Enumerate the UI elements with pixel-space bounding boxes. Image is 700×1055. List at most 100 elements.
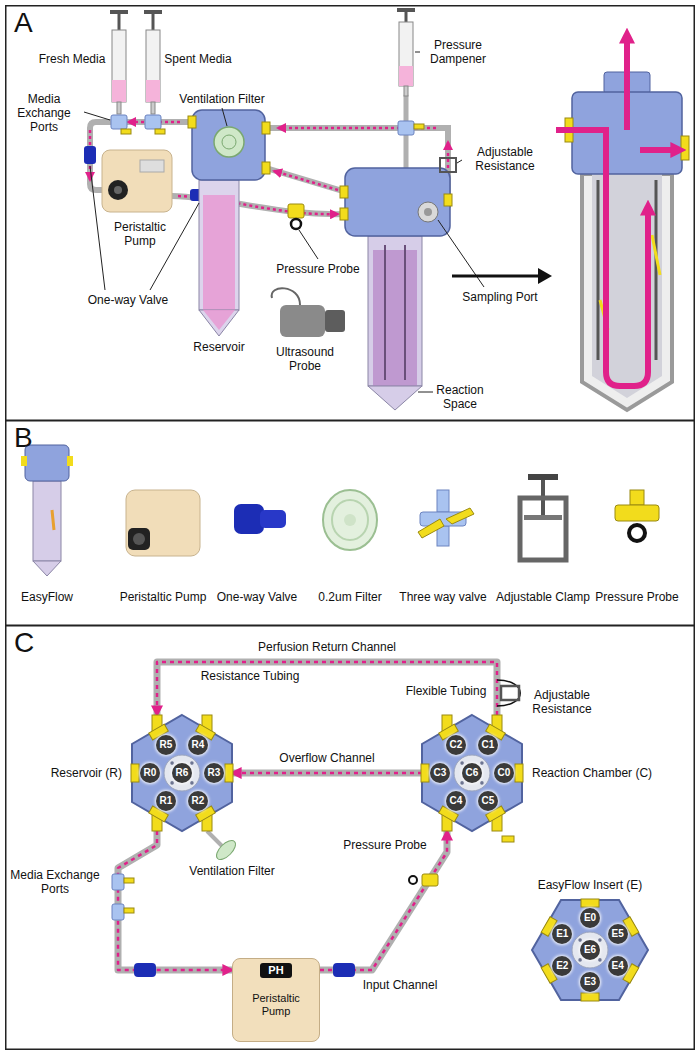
lid-screw bbox=[170, 781, 174, 785]
port-fitting bbox=[421, 764, 429, 782]
one-way-valve bbox=[134, 963, 156, 977]
three-way-valve-icon bbox=[446, 508, 474, 524]
peristaltic-pump bbox=[140, 160, 164, 172]
hub-heading: EasyFlow Insert (E) bbox=[538, 878, 643, 892]
part-label: One-way Valve bbox=[217, 590, 297, 604]
part-label: Media Exchange Ports bbox=[4, 92, 84, 134]
leader-line bbox=[418, 392, 433, 393]
part-label: One-way Valve bbox=[88, 293, 168, 307]
part-label: Media Exchange Ports bbox=[8, 868, 103, 896]
flow-line bbox=[320, 831, 447, 970]
reaction-chamber bbox=[444, 194, 452, 206]
reaction-chamber bbox=[340, 168, 452, 410]
easyflow-icon bbox=[67, 456, 73, 466]
flow-arrow bbox=[274, 171, 338, 190]
pressure-probe bbox=[422, 874, 438, 886]
reservoir bbox=[203, 310, 235, 330]
port-badge: E5 bbox=[608, 924, 628, 944]
reaction-chamber bbox=[424, 208, 432, 216]
part-label: Peristaltic Pump bbox=[120, 590, 207, 604]
pump-head: PH bbox=[260, 963, 291, 978]
flow-line bbox=[118, 831, 232, 970]
port-badge: E0 bbox=[580, 908, 600, 928]
peristaltic-pump bbox=[114, 186, 122, 194]
ventilation-filter bbox=[207, 831, 222, 846]
easyflow-icon bbox=[52, 510, 54, 530]
port-badge: C0 bbox=[494, 763, 514, 783]
leader-line bbox=[457, 160, 462, 163]
hub-body bbox=[422, 715, 522, 831]
port-fitting bbox=[581, 899, 599, 907]
fresh-media-syringe bbox=[110, 10, 128, 114]
reaction-chamber bbox=[368, 386, 422, 410]
hub-lid bbox=[454, 755, 490, 791]
lid-screw bbox=[598, 938, 602, 942]
easyflow-icon bbox=[33, 561, 61, 576]
filter-icon bbox=[332, 500, 368, 540]
tubing bbox=[266, 168, 346, 192]
part-label: Peristaltic Pump bbox=[105, 220, 175, 248]
three-way-valve bbox=[124, 908, 134, 913]
pointer-arrow bbox=[452, 268, 552, 284]
three-way-valve-icon bbox=[418, 519, 444, 538]
reaction-chamber bbox=[340, 208, 348, 220]
cross-section bbox=[681, 136, 689, 160]
port-valve bbox=[502, 836, 514, 842]
lid-screw bbox=[190, 761, 194, 765]
clamp-icon bbox=[524, 515, 562, 520]
spent-media-syringe bbox=[144, 10, 162, 14]
port-fitting bbox=[131, 764, 139, 782]
clamp-icon bbox=[528, 474, 558, 480]
pressure-dampener-syringe bbox=[397, 8, 415, 96]
one-way-valve-icon bbox=[234, 504, 286, 534]
lid-screw bbox=[460, 761, 464, 765]
port-badge: E6 bbox=[580, 940, 600, 960]
part-label: EasyFlow bbox=[21, 590, 73, 604]
port-badge: C5 bbox=[478, 791, 498, 811]
pressure-probe bbox=[409, 876, 417, 884]
cross-section bbox=[640, 147, 680, 153]
pressure-dampener-syringe bbox=[399, 66, 413, 86]
ultrasound-probe bbox=[280, 305, 325, 337]
filter-icon bbox=[323, 490, 377, 550]
leader-line bbox=[84, 52, 484, 392]
hub-body bbox=[532, 900, 648, 1000]
pump-icon bbox=[126, 490, 200, 556]
ventilation-filter bbox=[213, 837, 238, 862]
three-way-valve bbox=[414, 124, 424, 129]
flow-line bbox=[232, 772, 422, 775]
pressure-dampener-syringe bbox=[399, 22, 413, 86]
pump-label: Peristaltic Pump bbox=[240, 992, 312, 1018]
pressure-probe bbox=[291, 219, 301, 229]
tube bbox=[320, 831, 447, 970]
port-fitting bbox=[225, 764, 233, 782]
three-way-valve bbox=[112, 874, 134, 920]
hub-lid bbox=[572, 932, 608, 968]
figure-panel: A bbox=[5, 5, 695, 421]
cross-section bbox=[556, 34, 689, 410]
pressure-dampener-syringe bbox=[404, 86, 408, 96]
tube bbox=[232, 770, 422, 777]
filter-icon bbox=[323, 490, 377, 550]
tube bbox=[118, 831, 232, 970]
three-way-valve bbox=[398, 121, 414, 135]
tube-connector bbox=[232, 773, 422, 774]
leader-line bbox=[415, 52, 420, 53]
peristaltic-pump bbox=[108, 180, 128, 200]
three-way-valve bbox=[124, 878, 134, 883]
ultrasound-probe bbox=[272, 288, 300, 305]
ultrasound-probe bbox=[272, 288, 345, 337]
cross-section bbox=[582, 174, 672, 410]
ventilation-filter bbox=[207, 831, 239, 863]
one-way-valve bbox=[84, 146, 208, 201]
hub-body bbox=[132, 715, 232, 831]
ultrasound-probe bbox=[325, 310, 345, 332]
fresh-media-syringe bbox=[117, 102, 121, 114]
hub-heading: Reservoir (R) bbox=[51, 766, 122, 780]
three-way-valve bbox=[155, 129, 165, 134]
part-label: Pressure Probe bbox=[343, 838, 426, 852]
leader-line bbox=[299, 230, 318, 259]
part-label: Pressure Dampener bbox=[423, 38, 493, 66]
pressure-probe-icon bbox=[615, 505, 659, 521]
